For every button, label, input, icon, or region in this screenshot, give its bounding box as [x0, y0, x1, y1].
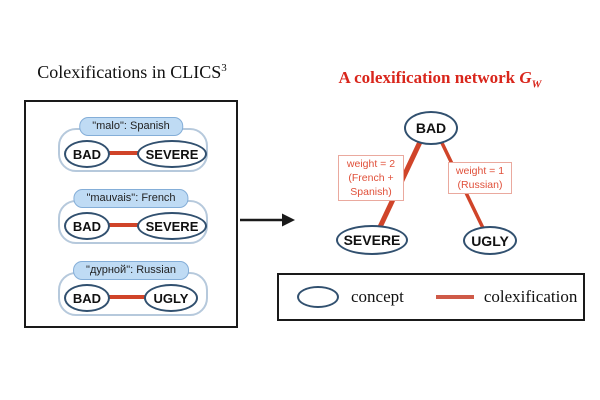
- language-label-pill: "malo": Spanish: [79, 117, 183, 136]
- concept-oval-icon: [297, 286, 339, 308]
- edge-weight-label-russian: weight = 1 (Russian): [448, 162, 512, 194]
- network-title-variable-subscript: W: [531, 78, 542, 91]
- language-label-pill: "дурной": Russian: [73, 261, 189, 280]
- clics-examples-box: "malo": Spanish BAD SEVERE "mauvais": Fr…: [24, 100, 238, 328]
- concept-node-severe: SEVERE: [137, 212, 207, 240]
- weight-languages: (Russian): [457, 179, 503, 191]
- colexification-line-icon: [435, 295, 474, 299]
- left-title-superscript: 3: [221, 62, 227, 74]
- network-node-severe: SEVERE: [336, 225, 408, 255]
- concept-node-severe: SEVERE: [137, 140, 207, 168]
- left-title-text: Colexifications in CLICS: [37, 62, 222, 82]
- weight-value: weight = 1: [455, 165, 505, 177]
- network-title-text: A colexification network: [338, 68, 516, 87]
- network-title: A colexification network GW: [305, 68, 575, 90]
- network-node-ugly: UGLY: [463, 226, 517, 255]
- language-label-pill: "mauvais": French: [73, 189, 189, 208]
- concept-node-bad: BAD: [64, 284, 110, 312]
- legend-concept-label: concept: [351, 287, 404, 306]
- concept-node-bad: BAD: [64, 212, 110, 240]
- network-title-variable: G: [519, 68, 532, 87]
- legend-colexification-label: colexification: [483, 287, 578, 306]
- concept-node-bad: BAD: [64, 140, 110, 168]
- weight-value: weight = 2: [346, 158, 396, 170]
- concept-node-ugly: UGLY: [144, 284, 198, 312]
- weight-languages-line1: (French +: [348, 172, 394, 184]
- left-panel-title: Colexifications in CLICS3: [22, 62, 242, 83]
- legend-box: concept colexification: [277, 273, 585, 321]
- edge-weight-label-french-spanish: weight = 2 (French + Spanish): [338, 155, 404, 201]
- network-node-bad: BAD: [404, 111, 458, 145]
- colexification-link-line: [106, 223, 156, 227]
- colexification-link-line: [106, 295, 156, 299]
- arrow-head: [282, 213, 295, 227]
- colexification-group-spanish: "malo": Spanish BAD SEVERE: [26, 117, 236, 175]
- colexification-link-line: [106, 151, 156, 155]
- colexification-group-french: "mauvais": French BAD SEVERE: [26, 189, 236, 247]
- weight-languages-line2: Spanish): [350, 186, 392, 198]
- colexification-group-russian: "дурной": Russian BAD UGLY: [26, 261, 236, 319]
